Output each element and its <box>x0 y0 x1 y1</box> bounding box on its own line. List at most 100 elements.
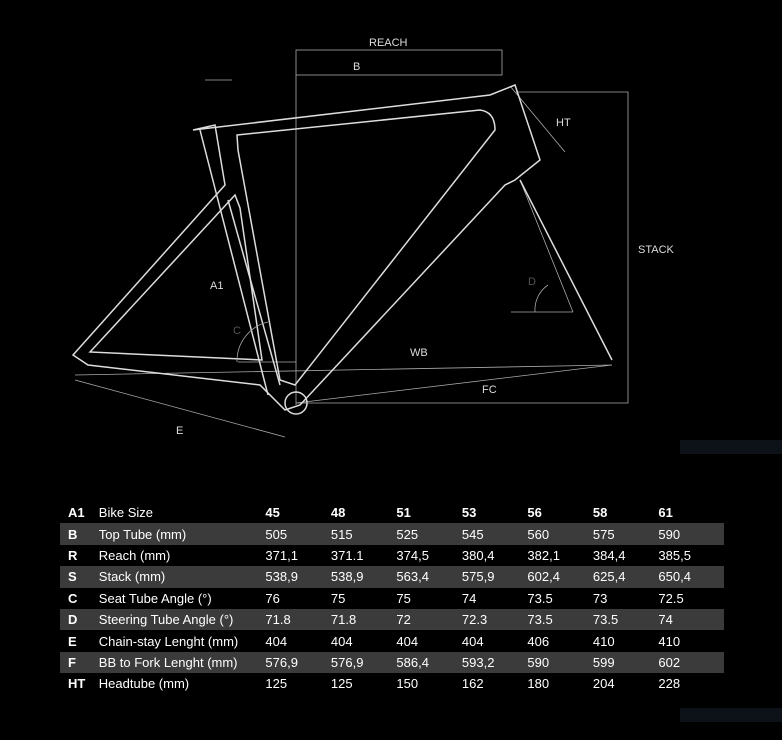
cell-value: 72 <box>396 608 462 631</box>
cell-value: 75 <box>330 590 346 606</box>
cell-value: 538,9 <box>330 566 397 588</box>
cell-value: 505 <box>265 523 331 545</box>
cell-value: 51 <box>396 505 411 521</box>
cell-value: 385,5 <box>658 547 691 563</box>
cell-value: 590 <box>658 523 724 545</box>
cell-value: 650,4 <box>658 566 724 588</box>
cell-value: 71.8 <box>265 608 331 631</box>
row-key: S <box>60 566 99 588</box>
reach-label: REACH <box>369 37 408 49</box>
cell-value: 125 <box>265 676 288 692</box>
row-key: F <box>60 651 99 674</box>
cell-value: 602,4 <box>527 566 593 588</box>
wb-label: WB <box>410 347 428 359</box>
cell-value: 538,9 <box>265 566 331 588</box>
cell-value: 545 <box>461 523 528 545</box>
cell-value: 228 <box>658 676 681 692</box>
table-row: C Seat Tube Angle (°) 76 75 75 74 73.5 73 72.5 <box>60 588 724 609</box>
cell-value: 593,2 <box>461 651 528 674</box>
cell-value: 73 <box>592 590 608 606</box>
cell-value: 204 <box>592 676 615 692</box>
dimension-lines <box>74 49 629 438</box>
cell-value: 590 <box>527 651 593 674</box>
cell-value: 599 <box>592 651 659 674</box>
row-key: E <box>68 633 77 649</box>
stack-label: STACK <box>638 244 674 256</box>
cell-value: 525 <box>396 523 462 545</box>
cell-value: 404 <box>265 633 288 649</box>
row-key: C <box>68 590 78 606</box>
cell-value: 410 <box>658 633 681 649</box>
cell-value: 76 <box>265 590 280 606</box>
row-label: Steering Tube Angle (°) <box>98 608 266 631</box>
row-label: Headtube (mm) <box>98 676 190 692</box>
cell-value: 625,4 <box>592 566 659 588</box>
row-key: HT <box>68 676 86 692</box>
a1-label: A1 <box>210 280 224 292</box>
cell-value: 180 <box>527 676 550 692</box>
cell-value: 73.5 <box>527 590 553 606</box>
faint-button[interactable] <box>680 708 782 722</box>
row-label: Bike Size <box>98 505 153 521</box>
bike-frame-diagram <box>71 49 629 438</box>
cell-value: 371,1 <box>265 547 298 563</box>
row-label: Stack (mm) <box>98 566 266 588</box>
cell-value: 74 <box>461 590 477 606</box>
row-label: Seat Tube Angle (°) <box>98 590 212 606</box>
e-label: E <box>176 425 184 437</box>
cell-value: 576,9 <box>265 651 331 674</box>
row-key: R <box>68 547 78 563</box>
frame-outline <box>71 84 613 415</box>
cell-value: 576,9 <box>330 651 397 674</box>
cell-value: 404 <box>461 633 484 649</box>
row-key: B <box>60 523 99 545</box>
cell-value: 404 <box>330 633 353 649</box>
cell-value: 74 <box>658 608 724 631</box>
cell-value: 48 <box>330 505 346 521</box>
row-label: Chain-stay Lenght (mm) <box>98 633 239 649</box>
cell-value: 53 <box>461 505 477 521</box>
cell-value: 404 <box>396 633 419 649</box>
row-label: Top Tube (mm) <box>98 523 266 545</box>
cell-value: 380,4 <box>461 547 495 563</box>
cell-value: 162 <box>461 676 484 692</box>
cell-value: 371.1 <box>330 547 364 563</box>
table-row: R Reach (mm) 371,1 371.1 374,5 380,4 382,1 384,… <box>60 545 724 566</box>
cell-value: 72.5 <box>658 590 684 606</box>
fc-label: FC <box>482 384 497 396</box>
row-key: A1 <box>68 505 85 521</box>
cell-value: 75 <box>396 590 411 606</box>
cell-value: 382,1 <box>527 547 560 563</box>
cell-value: 61 <box>658 505 673 521</box>
cell-value: 563,4 <box>396 566 462 588</box>
row-key: D <box>60 608 99 631</box>
c-label: C <box>233 325 241 337</box>
cell-value: 602 <box>658 651 724 674</box>
cell-value: 586,4 <box>396 651 462 674</box>
cell-value: 575,9 <box>461 566 528 588</box>
cell-value: 45 <box>265 505 280 521</box>
b-label: B <box>353 61 361 73</box>
cell-value: 58 <box>592 505 608 521</box>
table-row: HT Headtube (mm) 125 125 150 162 180 204 228 <box>60 673 724 694</box>
table-row: E Chain-stay Lenght (mm) 404 404 404 404 406 41… <box>60 630 724 651</box>
cell-value: 410 <box>592 633 615 649</box>
d-label: D <box>528 276 536 288</box>
cell-value: 72.3 <box>461 608 528 631</box>
cell-value: 374,5 <box>396 547 429 563</box>
cell-value: 125 <box>330 676 353 692</box>
cell-value: 384,4 <box>592 547 626 563</box>
cell-value: 71.8 <box>330 608 397 631</box>
row-label: Reach (mm) <box>98 547 171 563</box>
cell-value: 150 <box>396 676 419 692</box>
cell-value: 406 <box>527 633 550 649</box>
cell-value: 515 <box>330 523 397 545</box>
faint-button[interactable] <box>680 440 782 454</box>
row-label: BB to Fork Lenght (mm) <box>98 651 266 674</box>
